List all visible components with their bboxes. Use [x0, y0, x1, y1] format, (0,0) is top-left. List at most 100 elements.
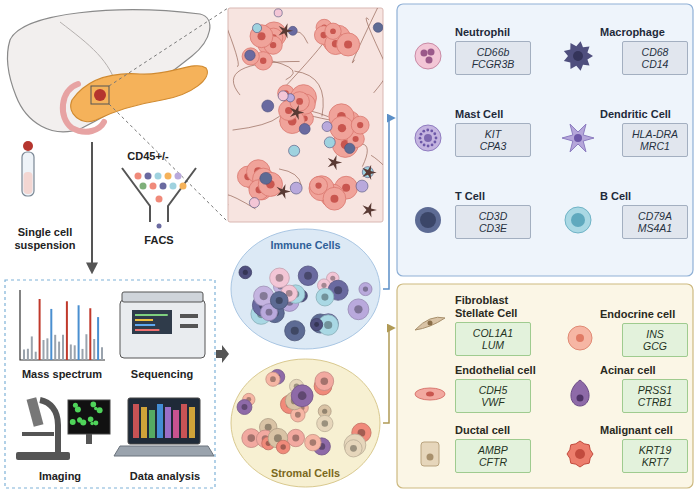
spectrum-bar	[39, 299, 41, 360]
cell-body	[565, 207, 591, 233]
imaged-cell	[73, 403, 78, 408]
nucleus	[427, 454, 434, 461]
marker-card: Dendritic CellHLA-DRA MRC1	[600, 108, 688, 157]
stellate-cell	[362, 165, 376, 180]
nucleus	[420, 212, 436, 228]
cell	[315, 372, 334, 391]
cell-nucleus	[314, 322, 319, 327]
sequencer-body	[120, 300, 205, 358]
cell-nucleus	[324, 321, 332, 329]
cell-type-name: Dendritic Cell	[600, 108, 671, 121]
cell-nucleus	[241, 404, 247, 410]
cell-body	[415, 207, 441, 233]
cell-type-name: Malignant cell	[600, 424, 673, 437]
cell-body	[421, 442, 439, 466]
stroma-fiber	[366, 18, 383, 71]
tumor-nucleus	[330, 28, 336, 34]
pancreas	[71, 66, 208, 122]
spectrum-bar	[43, 340, 45, 360]
tumor-cell	[351, 116, 369, 134]
tumor-nucleus	[357, 122, 363, 128]
tumor-nucleus	[315, 182, 321, 188]
sequencer-slot	[180, 314, 198, 318]
marker-card: Mast CellKIT CPA3	[455, 108, 531, 157]
laptop-screen	[128, 398, 200, 444]
bcell-icon	[565, 207, 591, 233]
nucleus-lobe	[428, 49, 435, 56]
imaged-cell	[90, 422, 94, 426]
acinar-icon	[571, 380, 589, 406]
macrophage-icon	[564, 41, 593, 71]
spectrum-bar	[62, 335, 64, 360]
cell-nucleus	[276, 274, 284, 282]
granule	[435, 137, 438, 140]
marker-genes: CD68 CD14	[625, 46, 685, 70]
marker-card: Ductal cellAMBP CFTR	[455, 424, 531, 473]
figure-label: CD45+/-	[103, 150, 193, 163]
cell	[285, 321, 305, 341]
sequencer-slot	[180, 324, 198, 328]
code-bar	[165, 407, 171, 438]
spectrum-bar	[31, 336, 33, 360]
granule	[433, 132, 436, 135]
sorted-cell	[156, 196, 163, 203]
immune-cell	[260, 172, 272, 184]
sample-liquid	[24, 172, 33, 194]
malignant-icon	[567, 441, 593, 467]
spectrum-bar	[74, 345, 76, 360]
immune-cell	[278, 91, 288, 101]
cell-nucleus	[322, 420, 329, 427]
cell-nucleus	[322, 409, 327, 414]
dendritic-icon	[562, 124, 594, 152]
sequencer-screen	[132, 310, 172, 334]
cell	[345, 440, 362, 457]
marker-genes: PRSS1 CTRB1	[625, 384, 685, 408]
marker-box: PRSS1 CTRB1	[622, 379, 688, 413]
endocrine-icon	[568, 326, 592, 350]
marker-card: Endothelial cellCDH5 VWF	[455, 364, 536, 413]
tumor-nucleus	[285, 107, 292, 114]
stroma-fiber	[352, 8, 378, 63]
marker-genes: AMBP CFTR	[458, 444, 528, 468]
stroma-fiber	[283, 39, 326, 90]
granule	[423, 144, 426, 147]
marker-box: INS GCG	[622, 323, 688, 357]
nucleus	[571, 213, 585, 227]
marker-card: Endocrine cellINS GCG	[600, 308, 688, 357]
cell-type-name: Endocrine cell	[600, 308, 675, 321]
cell-nucleus	[266, 309, 273, 316]
code-bar	[189, 407, 195, 438]
tumor-nucleus	[353, 136, 359, 142]
microscope-arm	[40, 400, 58, 452]
cell-nucleus	[321, 283, 326, 288]
cell-body	[415, 125, 441, 151]
figure-label: Single cell suspension	[7, 226, 83, 252]
tumor-nucleus	[330, 195, 338, 203]
sequence-line	[135, 324, 155, 326]
granule	[431, 143, 434, 146]
cluster-title: Stromal Cells	[228, 466, 383, 490]
tumor-nucleus	[258, 32, 266, 40]
sorted-cell	[160, 183, 167, 190]
stroma-fiber	[233, 92, 286, 130]
figure-label: Imaging	[10, 470, 110, 483]
spectrum-bar	[70, 344, 72, 360]
code-bar	[141, 407, 147, 438]
microscope-monitor	[68, 400, 110, 434]
cell-body	[564, 41, 593, 71]
cell-nucleus	[321, 377, 329, 385]
code-bar	[181, 404, 187, 438]
sequence-line	[135, 319, 153, 321]
cell-body	[567, 441, 593, 467]
code-bar	[149, 410, 155, 438]
neutrophil-icon	[415, 43, 441, 69]
marker-card: Acinar cellPRSS1 CTRB1	[600, 364, 688, 413]
nucleus	[576, 334, 584, 342]
immune-cell	[262, 100, 274, 112]
facs-funnel	[122, 168, 196, 222]
tumor-cell	[330, 116, 354, 140]
stroma-fiber	[362, 144, 368, 167]
spectrum-bar	[78, 305, 80, 360]
nucleus	[577, 395, 584, 402]
